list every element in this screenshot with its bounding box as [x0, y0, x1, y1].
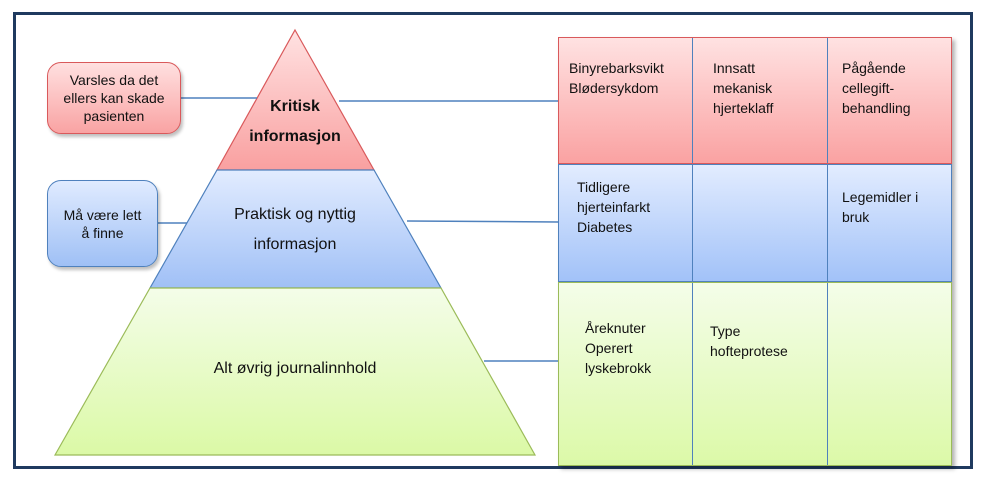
callout-text: Varsles da det: [69, 72, 159, 88]
examples-table: Binyrebarksvikt Blødersykdom Innsatt mek…: [558, 37, 952, 466]
table-cell: Innsatt mekanisk hjerteklaff: [693, 38, 828, 163]
table-cell: Åreknuter Operert lyskebrokk: [559, 283, 693, 465]
table-cell: Type hofteprotese: [693, 283, 828, 465]
table-cell: [828, 283, 951, 465]
callout-text: Må være lett: [63, 206, 142, 223]
table-cell: Pågående cellegift- behandling: [842, 60, 911, 116]
table-cell: Binyrebarksvikt Blødersykdom: [559, 38, 693, 163]
table-cell: [693, 165, 828, 281]
table-row-practical: Tidligere hjerteinfarkt Diabetes Legemid…: [558, 164, 952, 282]
connector-practical-table: [406, 220, 559, 223]
callout-critical: Varsles da det ellers kan skade pasiente…: [47, 62, 181, 134]
table-cell: Legemidler i bruk: [842, 189, 919, 225]
pyramid-label-other: Alt øvrig journalinnhold: [213, 360, 377, 377]
pyramid-label-line: Praktisk og nyttig: [234, 206, 356, 223]
callout-text: pasienten: [83, 108, 145, 124]
pyramid-label-line: Kritisk: [270, 98, 320, 115]
callout-practical: Må være lett å finne: [47, 180, 158, 267]
table-row-other: Åreknuter Operert lyskebrokk Type hoftep…: [558, 282, 952, 466]
table-cell: Tidligere hjerteinfarkt Diabetes: [559, 165, 693, 281]
table-row-critical: Binyrebarksvikt Blødersykdom Innsatt mek…: [558, 37, 952, 164]
callout-text: ellers kan skade: [63, 90, 165, 106]
pyramid-label-line: informasjon: [249, 128, 341, 145]
pyramid-label-line: informasjon: [253, 236, 337, 253]
pyramid-level-other: [53, 287, 537, 456]
pyramid-label-critical: Kritisk informasjon: [225, 92, 365, 152]
pyramid-label-practical: Praktisk og nyttig informasjon: [195, 200, 395, 260]
callout-text: å finne: [81, 224, 124, 241]
